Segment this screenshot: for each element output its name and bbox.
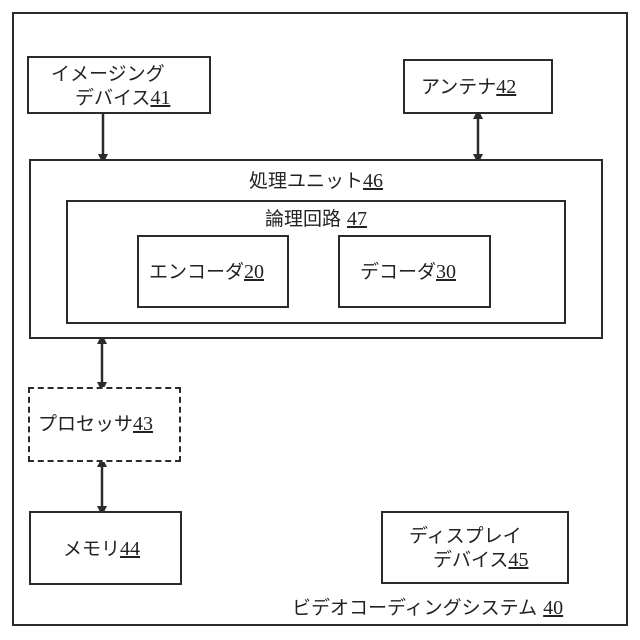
display-device-line1: ディスプレイ <box>409 525 522 547</box>
antenna-text: アンテナ42 <box>421 76 516 98</box>
memory-text: メモリ44 <box>63 538 140 560</box>
memory-label: メモリ <box>63 538 120 560</box>
imaging-device-line1: イメージング <box>51 63 165 85</box>
processor-label: プロセッサ <box>38 413 133 435</box>
display-device-label: デバイス <box>433 549 508 571</box>
processor-number: 43 <box>133 413 153 435</box>
imaging-device-label: デバイス <box>75 87 150 109</box>
memory-number: 44 <box>120 538 140 560</box>
display-device-number: 45 <box>508 549 528 571</box>
memory-box: メモリ44 <box>29 511 182 585</box>
processing-unit-label: 処理ユニット <box>249 170 363 192</box>
antenna-number: 42 <box>496 76 516 98</box>
system-text: ビデオコーディングシステム 40 <box>292 597 563 619</box>
logic-circuit-number: 47 <box>347 208 367 230</box>
imaging-device-box: イメージング デバイス41 <box>27 56 211 114</box>
encoder-text: エンコーダ20 <box>149 261 264 283</box>
antenna-box: アンテナ42 <box>403 59 553 114</box>
decoder-label: デコーダ <box>360 261 436 283</box>
system-label: ビデオコーディングシステム <box>292 597 537 619</box>
system-number: 40 <box>543 597 563 619</box>
logic-circuit-label: 論理回路 <box>265 208 341 230</box>
display-device-box: ディスプレイ デバイス45 <box>381 511 569 584</box>
display-device-line2: デバイス45 <box>433 549 528 571</box>
logic-circuit-text: 論理回路 47 <box>68 208 564 230</box>
processor-text: プロセッサ43 <box>38 413 153 435</box>
encoder-label: エンコーダ <box>149 261 244 283</box>
imaging-device-line2: デバイス41 <box>75 87 170 109</box>
encoder-box: エンコーダ20 <box>137 235 289 308</box>
encoder-number: 20 <box>244 261 264 283</box>
antenna-label: アンテナ <box>421 76 496 98</box>
processor-box: プロセッサ43 <box>28 387 181 462</box>
decoder-text: デコーダ30 <box>360 261 456 283</box>
decoder-box: デコーダ30 <box>338 235 491 308</box>
imaging-device-number: 41 <box>150 87 170 109</box>
processing-unit-number: 46 <box>363 170 383 192</box>
decoder-number: 30 <box>436 261 456 283</box>
processing-unit-text: 処理ユニット46 <box>31 170 601 192</box>
